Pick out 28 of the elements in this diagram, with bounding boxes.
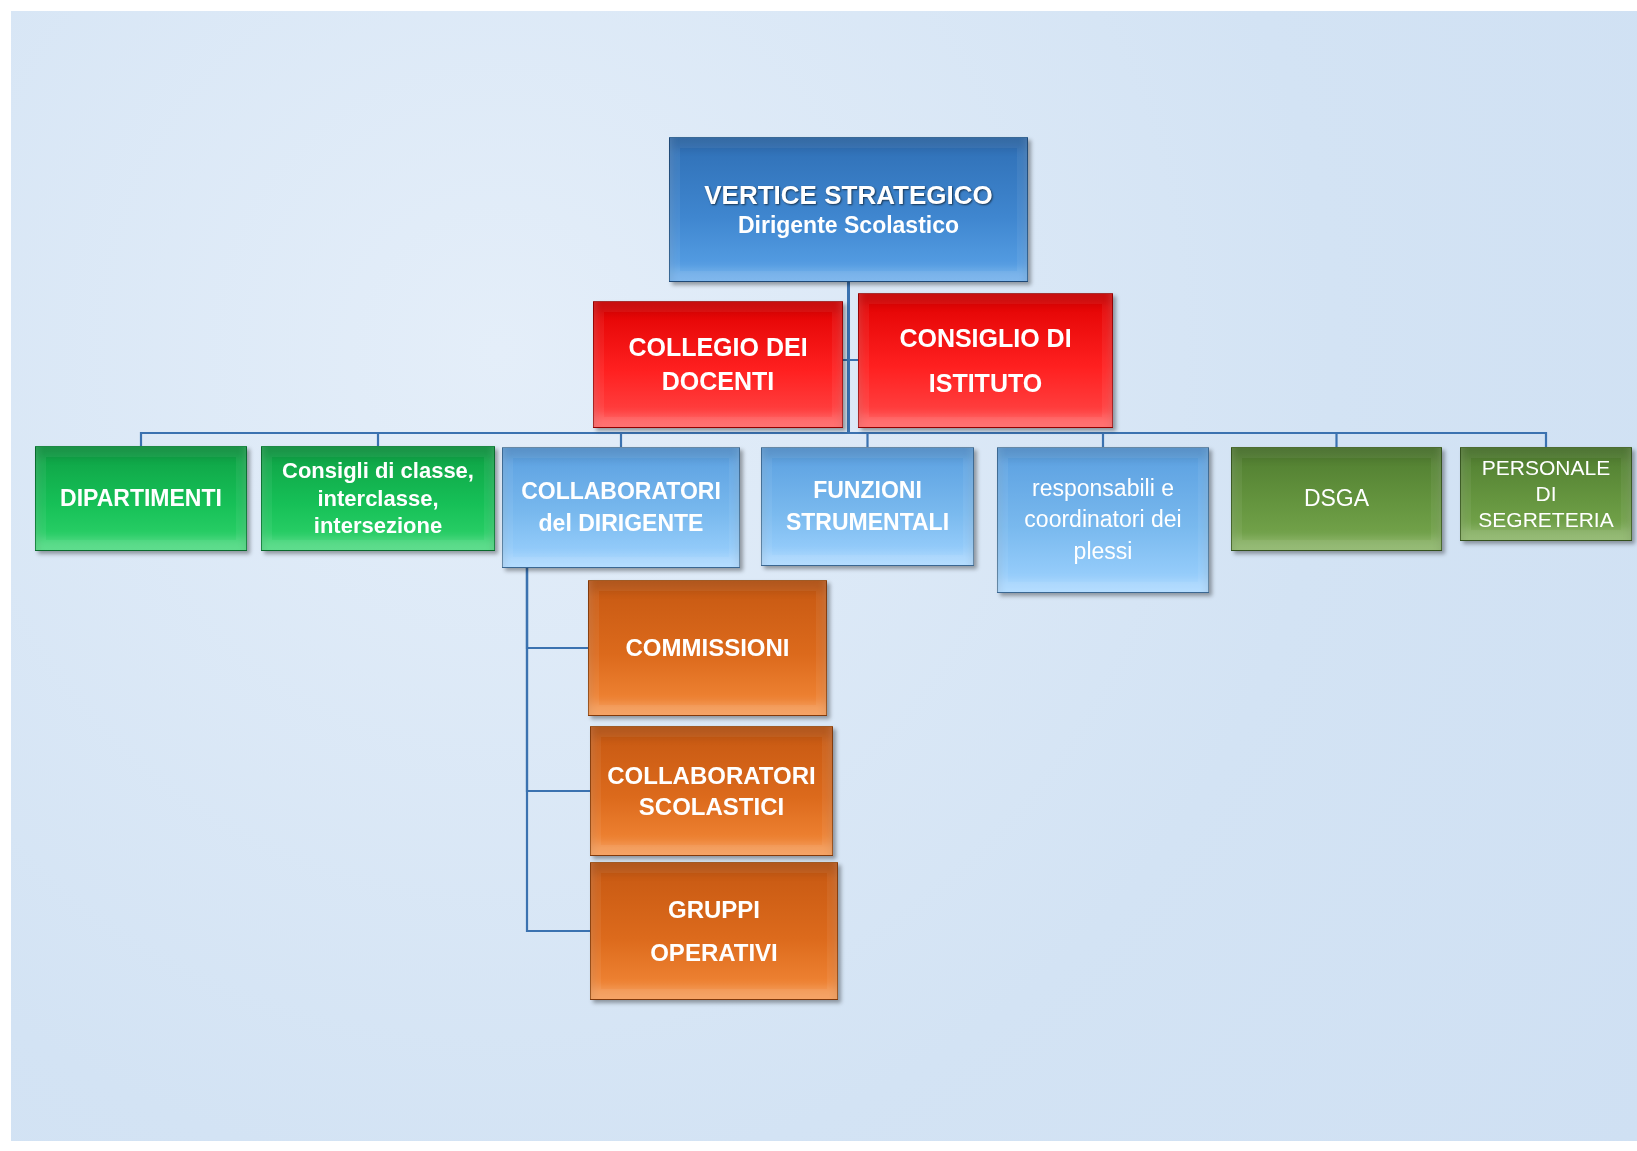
box-label: DIPARTIMENTI: [60, 484, 222, 513]
box-label: COLLEGIO DEI DOCENTI: [627, 331, 809, 397]
box-subtitle: Dirigente Scolastico: [737, 211, 960, 241]
unit-box: [1460, 447, 1632, 541]
box-label: DSGA: [1303, 485, 1370, 513]
box-label: FUNZIONI STRUMENTALI: [784, 476, 951, 537]
box-label: responsabili e coordinatori dei plessi: [1023, 474, 1183, 566]
unit-box: [997, 447, 1209, 593]
box-label: GRUPPI OPERATIVI: [649, 894, 779, 968]
unit-box: [261, 446, 495, 551]
connector-line: [525, 568, 590, 933]
box-label: VERTICE STRATEGICO: [704, 178, 993, 212]
group-box: [590, 726, 833, 856]
unit-box: [1231, 447, 1442, 551]
council-box: [593, 301, 843, 428]
group-box: [588, 580, 827, 716]
box-label: COLLABORATORI SCOLASTICI: [606, 760, 817, 822]
council-box: [858, 293, 1113, 428]
title-box: [669, 137, 1028, 282]
box-label: COMMISSIONI: [625, 633, 790, 664]
box-label: Consigli di classe, interclasse, intersezione: [281, 457, 475, 540]
unit-box: [761, 447, 974, 566]
box-label: PERSONALE DI SEGRETERIA: [1477, 454, 1615, 534]
box-label: COLLABORATORI del DIRIGENTE: [520, 477, 722, 538]
group-box: [590, 862, 838, 1000]
box-label: CONSIGLIO DI ISTITUTO: [898, 322, 1073, 399]
unit-box: [502, 447, 740, 568]
unit-box: [35, 446, 247, 551]
